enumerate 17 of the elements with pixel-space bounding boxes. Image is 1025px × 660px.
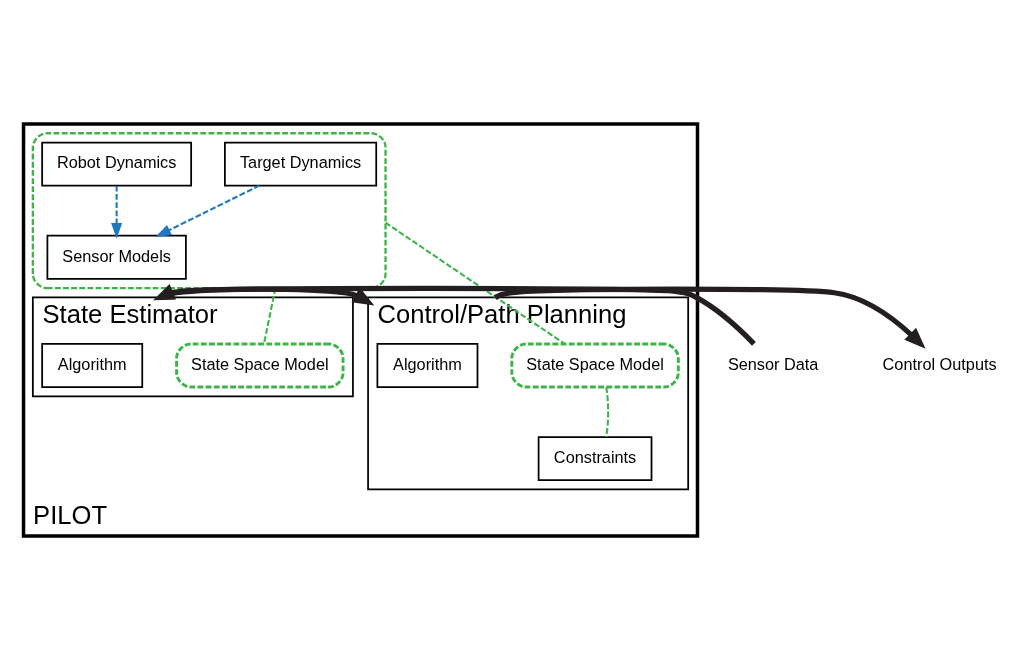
arrow (493, 286, 926, 349)
arrow (154, 184, 260, 238)
node-text: Sensor Data (727, 354, 818, 373)
arrow (152, 284, 756, 346)
node-box: Sensor Models (46, 234, 187, 280)
node-box: State Space Model (509, 342, 680, 389)
node-box: Target Dynamics (223, 141, 377, 187)
cluster (31, 132, 387, 290)
node-box: State Space Model (174, 342, 344, 389)
connector (384, 221, 565, 345)
arrow (110, 185, 122, 239)
node-box: Algorithm (40, 343, 143, 388)
node-box: Robot Dynamics (40, 141, 192, 187)
node-box: Algorithm (376, 343, 478, 388)
node-text: Control Outputs (882, 354, 997, 373)
connector (604, 387, 609, 438)
node-box: Constraints (537, 436, 652, 482)
